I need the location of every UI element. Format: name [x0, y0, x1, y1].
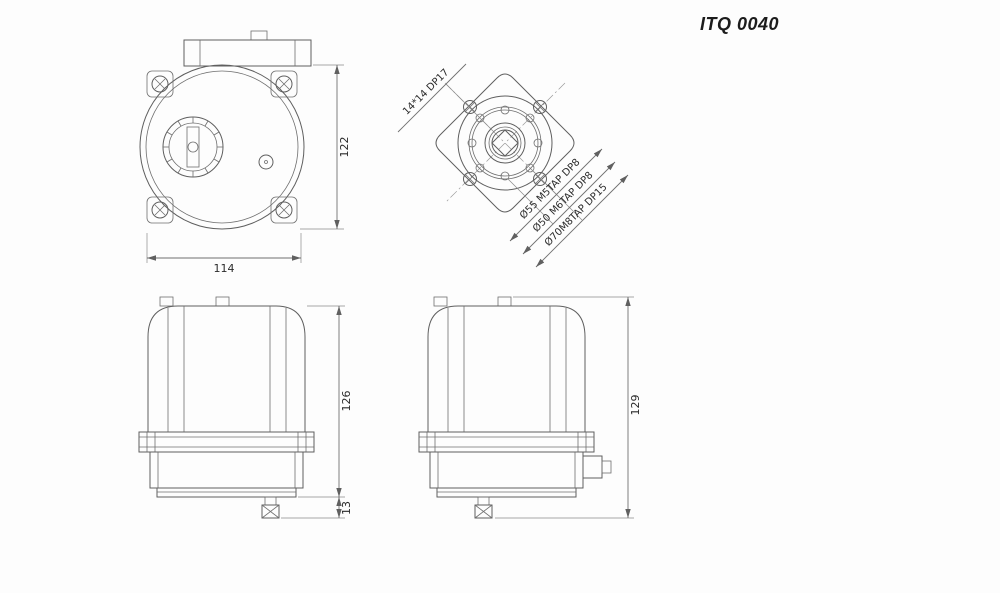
top-view-body-outline	[139, 64, 305, 230]
side-cover-ribs	[447, 306, 567, 432]
top-view: 122 114	[139, 30, 351, 275]
side-cover-outline	[427, 305, 586, 432]
dim-13: 13	[281, 497, 353, 519]
front-base	[156, 487, 297, 498]
dim-129: 129	[495, 296, 642, 519]
front-cover-outline	[147, 305, 306, 432]
side-view: 129	[418, 296, 642, 519]
drive-square	[491, 129, 519, 157]
dim-122-label: 122	[338, 137, 351, 158]
position-indicator-dial	[162, 116, 224, 178]
mounting-view: 14*14 DP17 Ø55 M5TAP DP8 Ø50 M6TAP DP8 Ø…	[397, 63, 629, 268]
front-top-tab-1	[159, 296, 174, 307]
front-view: 126 13	[138, 296, 353, 519]
dim-122: 122	[300, 64, 351, 230]
top-view-terminal-box	[183, 39, 312, 67]
conduit-entry	[582, 455, 612, 479]
side-lower-body	[429, 451, 584, 489]
flange-circles	[457, 95, 553, 191]
dim-126: 126	[298, 305, 353, 498]
dial-pointer-slot	[186, 126, 200, 168]
front-cover-ribs	[167, 306, 287, 432]
top-view-corner-bolts	[146, 70, 298, 224]
dim-114: 114	[146, 233, 302, 275]
dim-126-label: 126	[340, 391, 353, 412]
drawing-title: ITQ 0040	[700, 14, 780, 34]
top-view-body-inner	[145, 70, 299, 224]
side-base	[436, 487, 577, 498]
side-flange	[418, 431, 595, 453]
side-top-tab-1	[433, 296, 448, 307]
front-flange	[138, 431, 315, 453]
dial-ticks	[163, 117, 223, 177]
front-top-tab-2	[215, 296, 230, 307]
front-output-shaft	[261, 496, 280, 519]
top-view-notch	[250, 30, 268, 41]
dim-13-label: 13	[340, 501, 353, 515]
top-view-plug	[258, 154, 274, 170]
dial-hub	[187, 141, 199, 153]
dim-114-label: 114	[214, 262, 235, 275]
top-view-plug-center	[264, 160, 268, 164]
side-top-tab-2	[497, 296, 512, 307]
shaft-callout-label: 14*14 DP17	[401, 67, 451, 117]
flange-outline	[435, 73, 575, 213]
dim-129-label: 129	[629, 395, 642, 416]
side-output-shaft	[474, 496, 493, 519]
front-lower-body	[149, 451, 304, 489]
